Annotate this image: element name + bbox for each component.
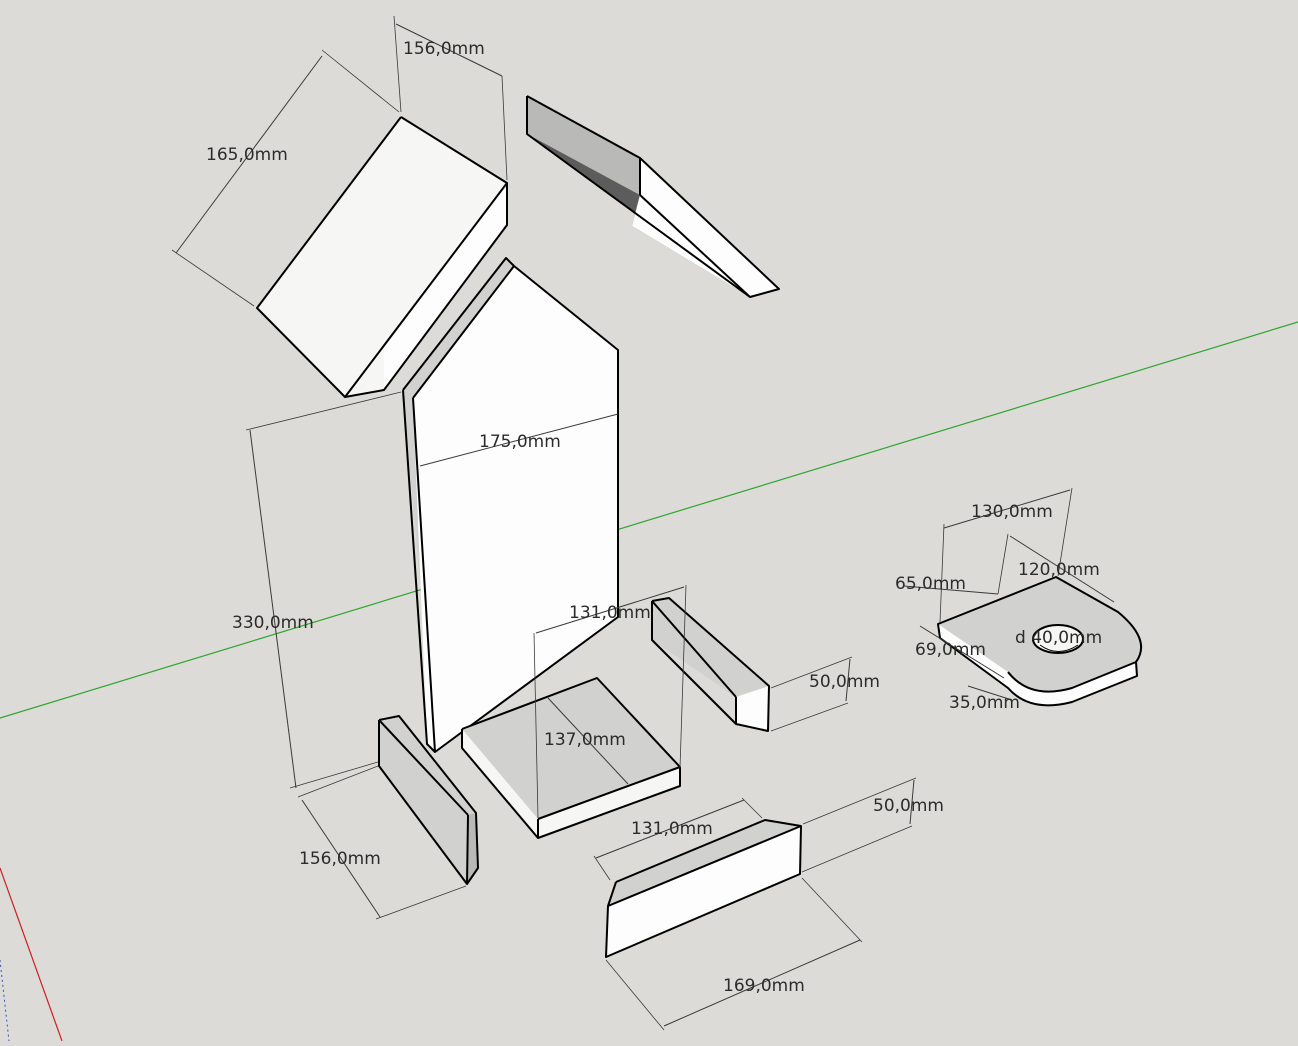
dimension-labels: 156,0mm 165,0mm 175,0mm 330,0mm 131,0mm …	[206, 39, 1102, 996]
dim-side-bottom-width: 131,0mm	[631, 819, 713, 839]
dim-bracket-hole-pos: 69,0mm	[915, 640, 986, 660]
dim-side-right-height: 50,0mm	[809, 672, 880, 692]
side-block-right[interactable]	[651, 597, 770, 732]
mounting-bracket[interactable]	[937, 576, 1143, 707]
dim-roof-left-width: 156,0mm	[403, 39, 485, 59]
front-panel[interactable]	[402, 257, 619, 753]
dim-side-bottom-height: 50,0mm	[873, 796, 944, 816]
dim-side-bottom-length: 169,0mm	[723, 976, 805, 996]
blue-axis	[0, 959, 10, 1042]
side-block-left[interactable]	[378, 715, 479, 885]
side-block-bottom[interactable]	[605, 819, 802, 958]
dim-floor-depth: 137,0mm	[544, 730, 626, 750]
bracket-hole	[1032, 624, 1084, 654]
dim-bracket-depth: 120,0mm	[1018, 560, 1100, 580]
dimension-lines	[171, 15, 1115, 1031]
roof-left-panel[interactable]	[256, 116, 508, 398]
dim-roof-left-length: 165,0mm	[206, 145, 288, 165]
dim-bracket-offset: 65,0mm	[895, 574, 966, 594]
dim-front-width: 175,0mm	[479, 432, 561, 452]
dim-side-left-length: 156,0mm	[299, 849, 381, 869]
dim-bracket-thickness: 35,0mm	[949, 693, 1020, 713]
green-axis	[0, 321, 1298, 719]
dim-bracket-hole: d 40,0mm	[1015, 628, 1102, 648]
red-axis	[0, 867, 63, 1042]
dim-front-height: 330,0mm	[232, 613, 314, 633]
floor-panel[interactable]	[461, 677, 681, 839]
roof-right-panel[interactable]	[526, 95, 780, 298]
dim-bracket-width: 130,0mm	[971, 502, 1053, 522]
dim-floor-width: 131,0mm	[569, 603, 651, 623]
